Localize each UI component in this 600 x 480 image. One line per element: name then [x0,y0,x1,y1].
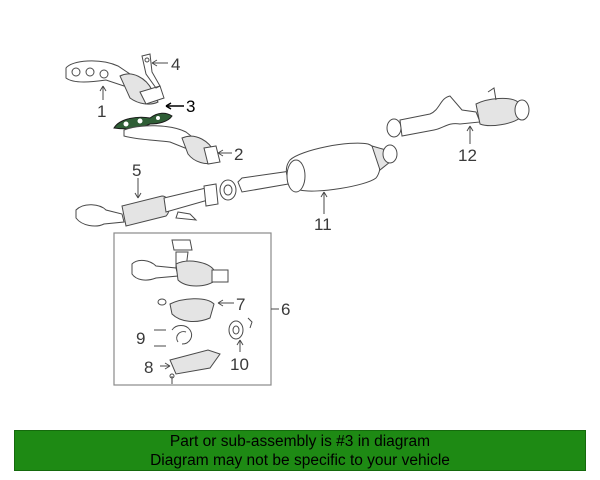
part-2-exhaust-manifold[interactable] [123,125,221,165]
callout-8: 8 [144,358,153,377]
part-11-center-muffler[interactable] [237,142,398,193]
banner-line-2: Diagram may not be specific to your vehi… [150,452,450,469]
part-3-gasket[interactable] [113,112,173,130]
callout-2: 2 [234,145,243,164]
part-12-tail-pipe[interactable] [386,87,530,138]
banner-line-1: Part or sub-assembly is #3 in diagram [169,433,431,450]
callout-6: 6 [281,300,290,319]
callout-9: 9 [136,329,145,348]
part-1-exhaust-manifold[interactable] [65,60,165,105]
callout-1: 1 [97,102,106,121]
part-6-subassembly-box[interactable] [113,232,272,386]
callout-11: 11 [314,215,332,234]
callout-10: 10 [230,355,249,374]
part-5-front-pipe[interactable] [75,183,219,227]
callout-3: 3 [186,97,195,116]
part-7-converter[interactable] [157,298,215,322]
callout-12: 12 [458,146,477,165]
flange-gasket[interactable] [219,179,237,201]
part-10-gasket[interactable] [228,317,253,340]
callout-4: 4 [171,55,180,74]
part-4-bracket[interactable] [141,53,161,89]
callout-7: 7 [236,295,245,314]
callout-5: 5 [132,161,141,180]
part-9-clamps[interactable] [171,325,193,345]
part-8-heat-insulator[interactable] [169,349,221,384]
info-banner: Part or sub-assembly is #3 in diagram Di… [14,430,586,471]
exhaust-system-diagram: 4 1 3 2 5 11 12 6 7 9 8 10 [65,53,530,386]
